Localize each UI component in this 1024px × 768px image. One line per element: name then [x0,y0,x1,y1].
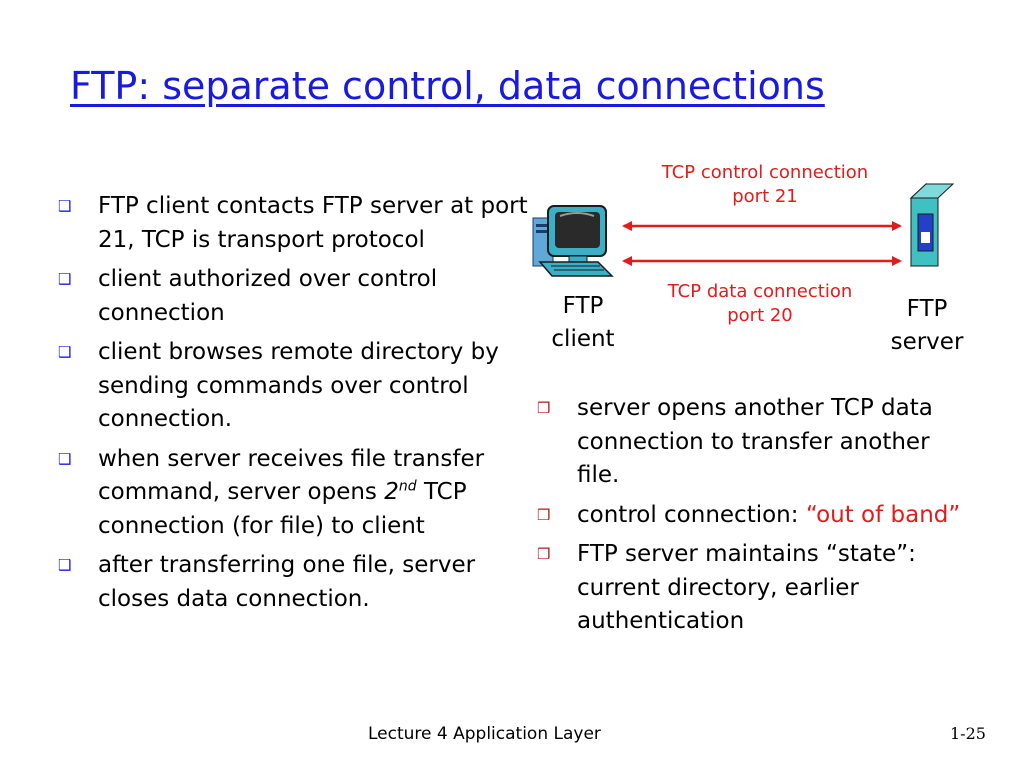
slide-number: 1-25 [950,724,986,743]
bullet-text-end: TCP connection (for file) to client [98,479,467,539]
control-connection-port: port 21 [732,186,798,207]
checkbox-bullet-icon: ❒ [537,545,551,563]
data-connection-name: TCP data connection [667,281,853,302]
list-item: ❒ FTP server maintains “state”: current … [537,538,967,639]
list-item: ❒ server opens another TCP data connecti… [537,392,967,493]
server-label-line1: FTP [906,296,948,322]
checkbox-bullet-icon: ❑ [58,270,72,288]
out-of-band-highlight: “out of band” [805,501,961,528]
checkbox-bullet-icon: ❑ [58,343,72,361]
checkbox-bullet-icon: ❑ [58,556,72,574]
right-bullet-list: ❒ server opens another TCP data connecti… [537,392,967,645]
ordinal-number: 2 [384,479,399,505]
client-label-line2: client [551,326,615,352]
list-item: ❑ client authorized over control connect… [58,263,528,330]
ftp-client-label: FTP client [533,290,633,356]
checkbox-bullet-icon: ❑ [58,197,72,215]
list-item: ❑ client browses remote directory by sen… [58,336,528,437]
checkbox-bullet-icon: ❒ [537,399,551,417]
ftp-server-label: FTP server [874,293,980,359]
data-connection-label: TCP data connection port 20 [635,280,885,328]
client-label-line1: FTP [562,293,604,319]
data-connection-port: port 20 [727,305,793,326]
bullet-text: FTP server maintains “state”: current di… [577,541,916,634]
bullet-text: client browses remote directory by sendi… [98,339,499,432]
bullet-text: after transferring one file, server clos… [98,552,476,612]
list-item: ❒ control connection: “out of band” [537,499,967,533]
ordinal-suffix: nd [398,478,417,495]
bullet-text-start: control connection: [577,501,806,528]
bullet-text: FTP client contacts FTP server at port 2… [98,193,528,253]
bullet-text: client authorized over control connectio… [98,266,438,326]
checkbox-bullet-icon: ❒ [537,505,551,524]
control-connection-label: TCP control connection port 21 [640,161,890,209]
slide-title: FTP: separate control, data connections [70,64,825,108]
bullet-text: server opens another TCP data connection… [577,395,933,488]
footer-lecture-title: Lecture 4 Application Layer [368,724,601,744]
desktop-computer-icon [532,205,614,277]
list-item: ❑ after transferring one file, server cl… [58,549,528,616]
bullet-text-start: when server receives file transfer comma… [98,445,485,506]
list-item: ❑ FTP client contacts FTP server at port… [58,190,528,257]
list-item: ❑ when server receives file transfer com… [58,443,528,544]
server-tower-icon [909,182,955,268]
control-connection-name: TCP control connection [661,162,869,183]
checkbox-bullet-icon: ❑ [58,449,72,468]
server-label-line2: server [890,329,964,355]
left-bullet-list: ❑ FTP client contacts FTP server at port… [58,190,528,622]
